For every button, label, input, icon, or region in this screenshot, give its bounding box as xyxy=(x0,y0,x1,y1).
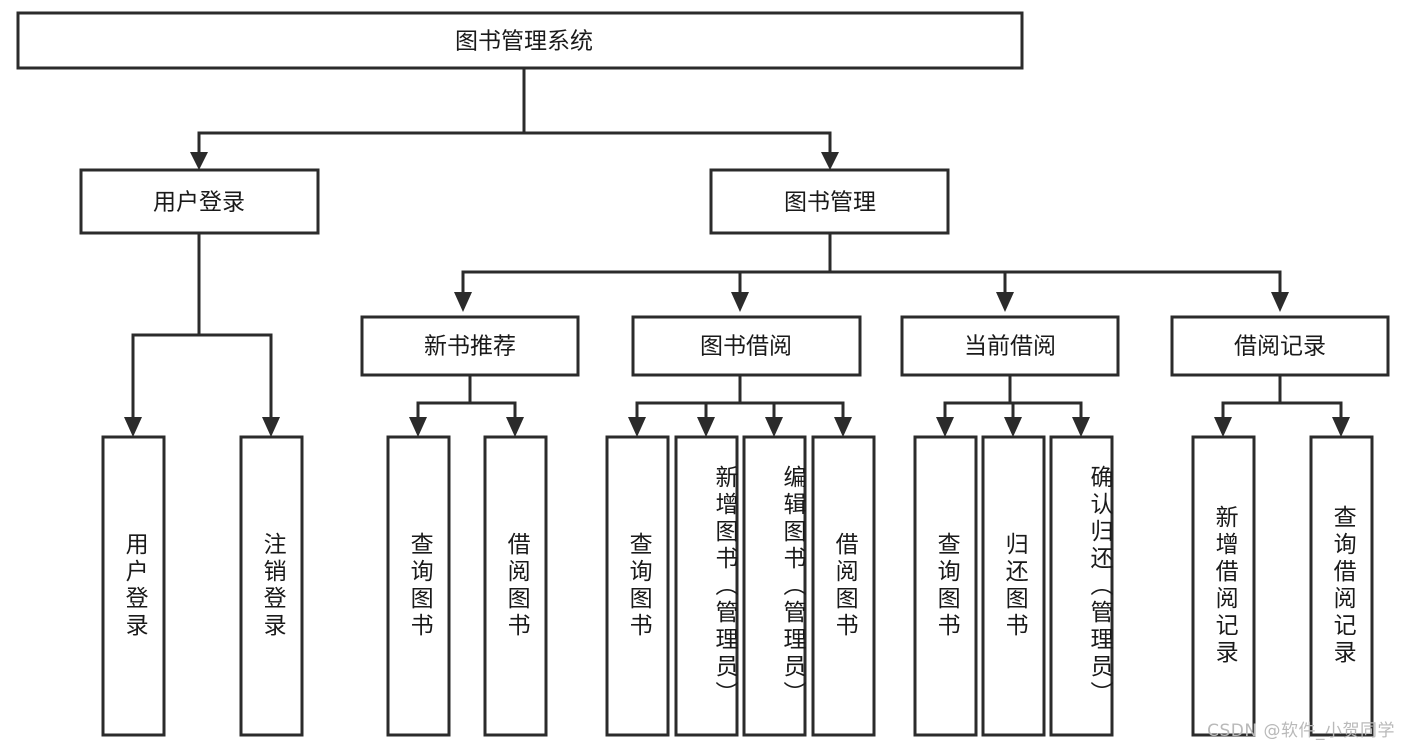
node-book-manage[interactable] xyxy=(709,168,950,235)
arrowhead-book-borrow-leaf-3 xyxy=(765,417,783,437)
connector-group-new-book xyxy=(409,373,524,437)
leaf-new-book-1[interactable] xyxy=(386,435,451,737)
connector-group-user-login xyxy=(124,231,280,437)
arrowhead-current-borrow xyxy=(996,292,1014,312)
arrowhead-current-borrow-leaf-1 xyxy=(936,417,954,437)
arrowhead-book-borrow-leaf-4 xyxy=(834,417,852,437)
leaf-current-borrow-2[interactable] xyxy=(981,435,1046,737)
node-book-borrow-label: 图书借阅 xyxy=(700,334,792,360)
leaf-book-borrow-1[interactable] xyxy=(605,435,670,737)
leaf-book-borrow-4[interactable] xyxy=(811,435,876,737)
node-new-book-recommend[interactable] xyxy=(360,315,580,377)
arrowhead-book-borrow xyxy=(731,292,749,312)
arrowhead-borrow-record-leaf-1 xyxy=(1214,417,1232,437)
node-user-login[interactable] xyxy=(79,168,320,235)
node-current-borrow-label: 当前借阅 xyxy=(964,334,1056,360)
connector-group-root xyxy=(190,66,839,170)
leaf-user-login-2[interactable] xyxy=(239,435,304,737)
leaf-current-borrow-1[interactable] xyxy=(913,435,978,737)
leaf-borrow-record-2[interactable] xyxy=(1309,435,1374,737)
connector-group-book-manage xyxy=(454,231,1289,312)
csdn-watermark: CSDN @软件_小贺同学 xyxy=(1207,721,1395,741)
leaf-new-book-2[interactable] xyxy=(483,435,548,737)
arrowhead-new-book xyxy=(454,292,472,312)
node-book-manage-label: 图书管理 xyxy=(784,190,876,216)
leaf-book-borrow-2[interactable] xyxy=(674,435,739,737)
arrowhead-new-book-leaf-2 xyxy=(506,417,524,437)
node-user-login-label: 用户登录 xyxy=(153,190,245,216)
node-book-borrow[interactable] xyxy=(631,315,862,377)
arrowhead-user-login xyxy=(190,152,208,170)
leaf-current-borrow-3[interactable] xyxy=(1049,435,1114,737)
connector-group-borrow-record xyxy=(1214,373,1350,437)
arrowhead-book-borrow-leaf-2 xyxy=(697,417,715,437)
arrowhead-borrow-record xyxy=(1271,292,1289,312)
arrowhead-current-borrow-leaf-3 xyxy=(1072,417,1090,437)
node-borrow-record-label: 借阅记录 xyxy=(1234,334,1326,360)
node-root-label: 图书管理系统 xyxy=(455,29,593,55)
connector-group-current-borrow xyxy=(936,373,1090,437)
arrowhead-user-login-leaf-2 xyxy=(262,417,280,437)
leaf-borrow-record-1[interactable] xyxy=(1191,435,1256,737)
connector-group-book-borrow xyxy=(628,373,852,437)
leaf-user-login-1[interactable] xyxy=(101,435,166,737)
node-current-borrow[interactable] xyxy=(900,315,1120,377)
arrowhead-new-book-leaf-1 xyxy=(409,417,427,437)
node-root[interactable] xyxy=(16,11,1024,70)
arrowhead-borrow-record-leaf-2 xyxy=(1332,417,1350,437)
node-borrow-record[interactable] xyxy=(1170,315,1390,377)
arrowhead-book-manage xyxy=(821,152,839,170)
arrowhead-user-login-leaf-1 xyxy=(124,417,142,437)
arrowhead-current-borrow-leaf-2 xyxy=(1004,417,1022,437)
leaf-book-borrow-3[interactable] xyxy=(742,435,807,737)
node-new-book-recommend-label: 新书推荐 xyxy=(424,334,516,360)
arrowhead-book-borrow-leaf-1 xyxy=(628,417,646,437)
